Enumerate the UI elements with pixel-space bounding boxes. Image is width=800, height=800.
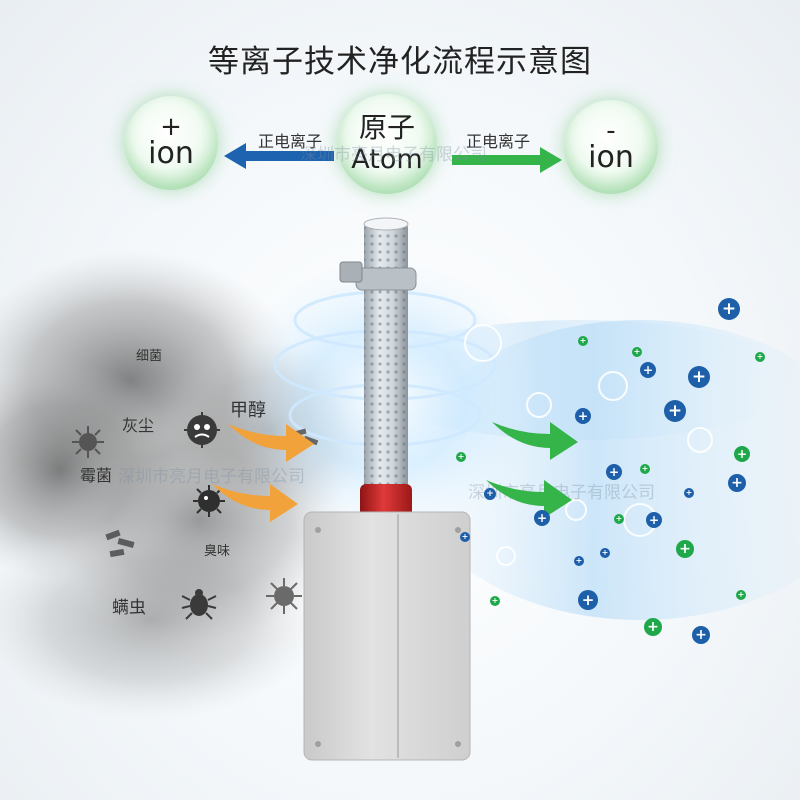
positive-ion-dot: + [632,347,642,357]
odor-label: 臭味 [204,544,231,559]
positive-ion-dot: + [736,590,746,600]
negative-ion-dot: + [728,474,746,492]
left-arrow-label: 正电离子 [257,132,322,151]
negative-ion-dot: + [578,590,598,610]
orange-arrow-lower [212,484,298,522]
positive-ion-dot: + [614,514,624,524]
negative-ion-dot: + [600,548,610,558]
ion-label-right: ion [588,140,634,175]
mold-label: 霉菌 [80,466,113,485]
negative-ion-dot: + [684,488,694,498]
positive-ion-dot: + [734,446,750,462]
bacteria-label: 细菌 [136,349,163,364]
mite-icon [181,589,217,620]
negative-ion-dot: + [574,556,584,566]
negative-ion-dot: + [484,488,496,500]
formaldehyde-label: 甲醇 [230,400,266,421]
odor-icon [105,529,135,558]
page-title: 等离子技术净化流程示意图 [208,44,592,80]
green-arrow-lower [486,480,572,518]
atom-bubble: 原子 Atom [337,94,437,194]
negative-ion-dot: + [534,510,550,526]
dust-label: 灰尘 [122,416,155,435]
right-green-arrow [452,147,562,173]
bacteria-icon [193,485,225,517]
positive-ion-dot: + [676,540,694,558]
mold-icon [72,426,104,458]
positive-ion-dot: + [490,596,500,606]
dust-icon [184,412,220,448]
positive-ion-bubble: + ion [124,96,218,190]
positive-ion-dot: + [578,336,588,346]
watermark-top: 深圳市亮月电子有限公司 [300,145,487,165]
negative-ion-dot: + [718,298,740,320]
right-arrow-label: 正电离子 [465,132,530,151]
negative-ion-dot: + [606,464,622,480]
positive-ion-dot: + [755,352,765,362]
ion-label-left: ion [148,136,194,171]
positive-ion-dot: + [456,452,466,462]
negative-ion-dot: + [460,532,470,542]
negative-ion-dot: + [575,408,591,424]
negative-ion-dot: + [664,400,686,422]
orange-arrow-upper [228,424,314,462]
positive-ion-dot: + [640,464,650,474]
negative-ion-dot: + [692,626,710,644]
negative-ion-dot: + [688,366,710,388]
atom-label-cn: 原子 [358,111,415,144]
germ-icon [266,578,302,614]
minus-symbol: - [606,116,616,146]
negative-ion-bubble: - ion [564,100,658,194]
atom-label-en: Atom [351,144,423,175]
negative-ion-dot: + [640,362,656,378]
watermark-left: 深圳市亮月电子有限公司 [118,467,305,487]
green-arrow-upper [492,422,578,460]
plus-symbol: + [160,112,182,142]
left-blue-arrow [224,143,334,169]
mites-label: 螨虫 [112,598,146,618]
positive-ion-dot: + [644,618,662,636]
negative-ion-dot: + [646,512,662,528]
